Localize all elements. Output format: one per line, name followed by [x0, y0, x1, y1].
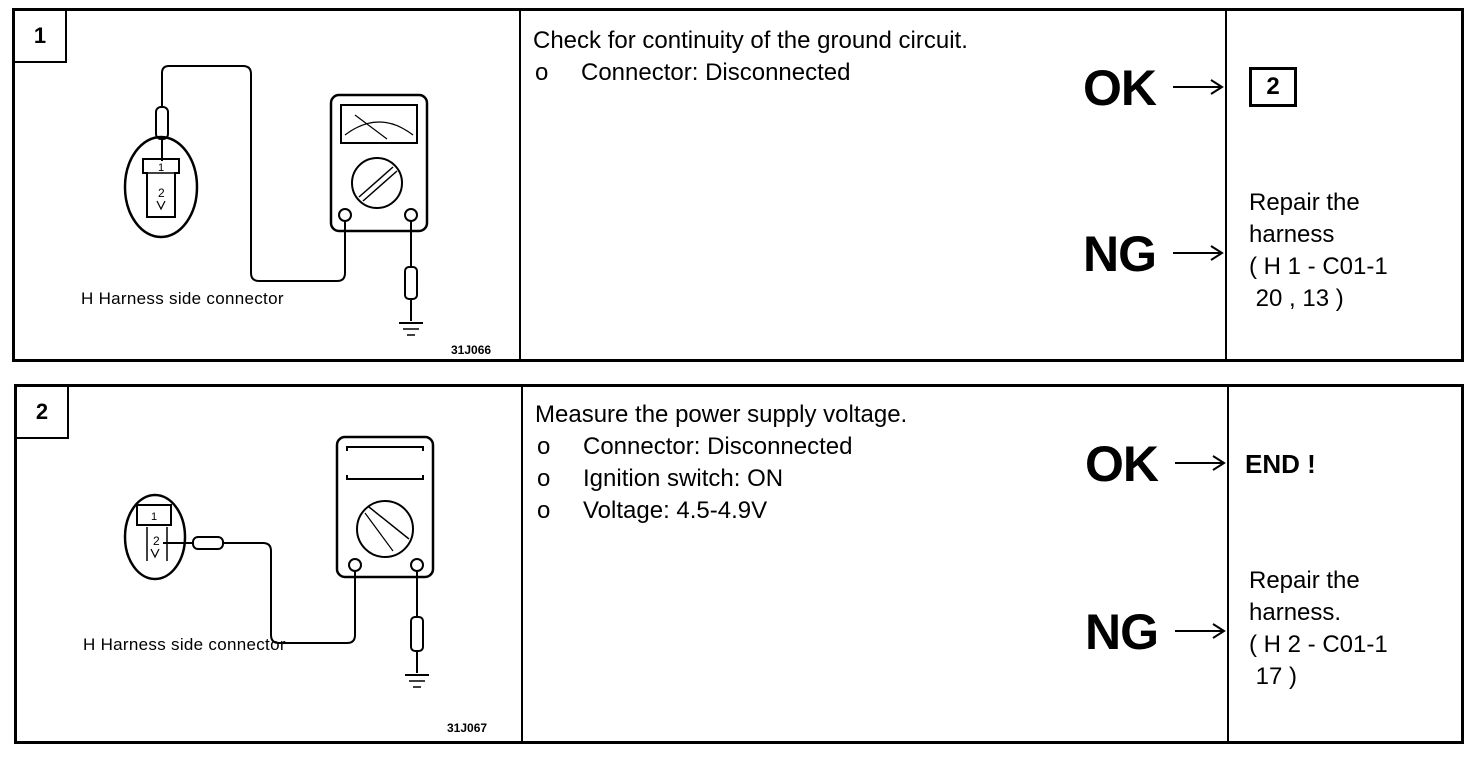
- bullet-marker: o: [537, 433, 551, 460]
- instruction-title: Measure the power supply voltage.: [535, 401, 908, 428]
- step-2-row: 2 1 2: [14, 384, 1464, 744]
- instruction-bullet: o Voltage: 4.5-4.9V: [535, 495, 1035, 527]
- next-step-box[interactable]: 2: [1249, 67, 1297, 107]
- ng-result-line: ( H 1 - C01-1: [1249, 253, 1388, 280]
- step-2-figure-cell: 2 1 2: [17, 387, 523, 741]
- bullet-text: Connector: Disconnected: [581, 59, 851, 86]
- bullet-marker: o: [537, 497, 551, 524]
- instruction-block: Check for continuity of the ground circu…: [533, 25, 973, 89]
- ok-arrow-icon: [1175, 455, 1226, 471]
- end-label: END !: [1245, 449, 1316, 479]
- bullet-marker: o: [535, 59, 549, 86]
- figure-caption: H Harness side connector: [83, 635, 286, 654]
- pin-2-label: 2: [153, 534, 160, 548]
- ng-label: NG: [1085, 604, 1159, 660]
- step-number: 2: [17, 387, 69, 439]
- figure-code: 31J067: [447, 721, 488, 735]
- ng-arrow-icon: [1173, 245, 1224, 261]
- ng-result-line: harness: [1249, 221, 1335, 248]
- ok-label: OK: [1083, 60, 1157, 116]
- bullet-text: Voltage: 4.5-4.9V: [583, 497, 768, 524]
- step-2-instruction-cell: Measure the power supply voltage. o Conn…: [521, 387, 1229, 741]
- ng-result-text: Repair the harness. ( H 2 - C01-1 17 ): [1249, 565, 1388, 693]
- pin-2-label: 2: [158, 186, 165, 200]
- figure-code: 31J066: [451, 343, 492, 357]
- figure-caption: H Harness side connector: [81, 289, 284, 308]
- step-1-row: 1 1 2: [12, 8, 1464, 362]
- ng-result-line: 20 , 13 ): [1249, 285, 1344, 312]
- instruction-block: Measure the power supply voltage. o Conn…: [535, 399, 1035, 527]
- step-1-result-cell: 2 Repair the harness ( H 1 - C01-1 20 , …: [1227, 11, 1461, 359]
- ng-result-line: ( H 2 - C01-1: [1249, 631, 1388, 658]
- ng-result-line: 17 ): [1249, 663, 1298, 690]
- step-number: 1: [15, 11, 67, 63]
- bullet-text: Ignition switch: ON: [583, 465, 784, 492]
- step-1-figure-cell: 1 1 2: [15, 11, 521, 359]
- ok-arrow-icon: [1173, 79, 1224, 95]
- ng-result-line: harness.: [1249, 599, 1342, 626]
- pin-1-label: 1: [158, 162, 164, 174]
- instruction-bullet: o Connector: Disconnected: [535, 431, 1035, 463]
- ng-result-line: Repair the: [1249, 567, 1360, 594]
- pin-1-label: 1: [151, 511, 157, 523]
- instruction-bullet: o Ignition switch: ON: [535, 463, 1035, 495]
- instruction-bullet: o Connector: Disconnected: [533, 57, 973, 89]
- ng-arrow-icon: [1175, 623, 1226, 639]
- step-2-result-cell: END ! Repair the harness. ( H 2 - C01-1 …: [1229, 387, 1461, 741]
- ng-label: NG: [1083, 226, 1157, 282]
- multimeter-ground-diagram: 1 2: [123, 65, 429, 336]
- bullet-text: Connector: Disconnected: [583, 433, 853, 460]
- multimeter-voltage-diagram: 1 2: [123, 435, 435, 688]
- step-1-instruction-cell: Check for continuity of the ground circu…: [519, 11, 1227, 359]
- instruction-title: Check for continuity of the ground circu…: [533, 27, 968, 54]
- ng-result-text: Repair the harness ( H 1 - C01-1 20 , 13…: [1249, 187, 1388, 315]
- bullet-marker: o: [537, 465, 551, 492]
- ng-result-line: Repair the: [1249, 189, 1360, 216]
- ok-label: OK: [1085, 436, 1159, 492]
